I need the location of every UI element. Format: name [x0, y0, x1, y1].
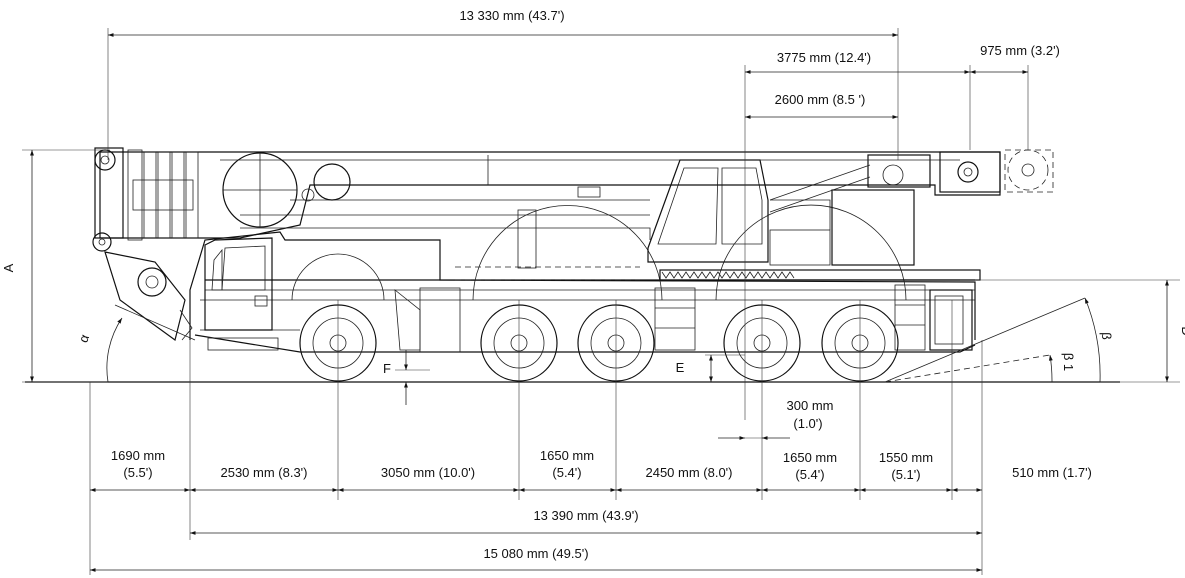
- label-A: A: [1, 263, 16, 272]
- dim-text-510: 510 mm (1.7'): [1012, 465, 1092, 480]
- label-alpha: α: [75, 332, 92, 345]
- dimension-lines: [30, 33, 1169, 572]
- crane-cab: [647, 159, 769, 263]
- label-beta: β: [1099, 332, 1114, 339]
- label-beta1: β 1: [1061, 353, 1076, 371]
- crane-drawing: [25, 147, 1120, 383]
- chassis: [189, 231, 976, 353]
- dim-text-1650b-a: 1650 mm: [783, 450, 837, 465]
- approach-angle-line: [114, 304, 196, 341]
- dim-text-300-a: 300 mm: [787, 398, 834, 413]
- driver-cab: [204, 237, 273, 331]
- dim-text-1550-b: (5.1'): [891, 467, 920, 482]
- extension-lines: [22, 28, 1180, 575]
- dim-text-2530: 2530 mm (8.3'): [220, 465, 307, 480]
- dim-text-13330: 13 330 mm (43.7'): [459, 8, 564, 23]
- label-F: F: [383, 361, 391, 376]
- dim-text-13390: 13 390 mm (43.9'): [533, 508, 638, 523]
- alpha-arc: [106, 317, 123, 383]
- dim-text-3775: 3775 mm (12.4'): [777, 50, 871, 65]
- dim-text-1650b-b: (5.4'): [795, 467, 824, 482]
- beta1-arc: [1048, 354, 1053, 383]
- dimension-texts: 13 330 mm (43.7') 3775 mm (12.4') 975 mm…: [111, 8, 1092, 561]
- dim-text-300-b: (1.0'): [793, 416, 822, 431]
- dim-text-1690-a: 1690 mm: [111, 448, 165, 463]
- wheels: [291, 204, 907, 382]
- beta-arc: [1084, 297, 1101, 383]
- departure-angle-line: [884, 297, 1086, 383]
- superstructure: [647, 154, 981, 281]
- label-D: D: [1179, 326, 1185, 335]
- hook-block: [104, 251, 193, 342]
- dim-text-2600: 2600 mm (8.5 '): [775, 92, 866, 107]
- winch-drum-aux: [313, 163, 351, 201]
- label-E: E: [676, 360, 685, 375]
- dim-text-1650a-a: 1650 mm: [540, 448, 594, 463]
- dim-text-1650a-b: (5.4'): [552, 465, 581, 480]
- dim-text-3050: 3050 mm (10.0'): [381, 465, 475, 480]
- dim-text-2450: 2450 mm (8.0'): [645, 465, 732, 480]
- dim-text-1550-a: 1550 mm: [879, 450, 933, 465]
- departure-angle-line-dashed: [884, 354, 1051, 383]
- dim-text-975: 975 mm (3.2'): [980, 43, 1060, 58]
- dim-text-1690-b: (5.5'): [123, 465, 152, 480]
- dim-text-15080: 15 080 mm (49.5'): [483, 546, 588, 561]
- boom: [92, 147, 1054, 281]
